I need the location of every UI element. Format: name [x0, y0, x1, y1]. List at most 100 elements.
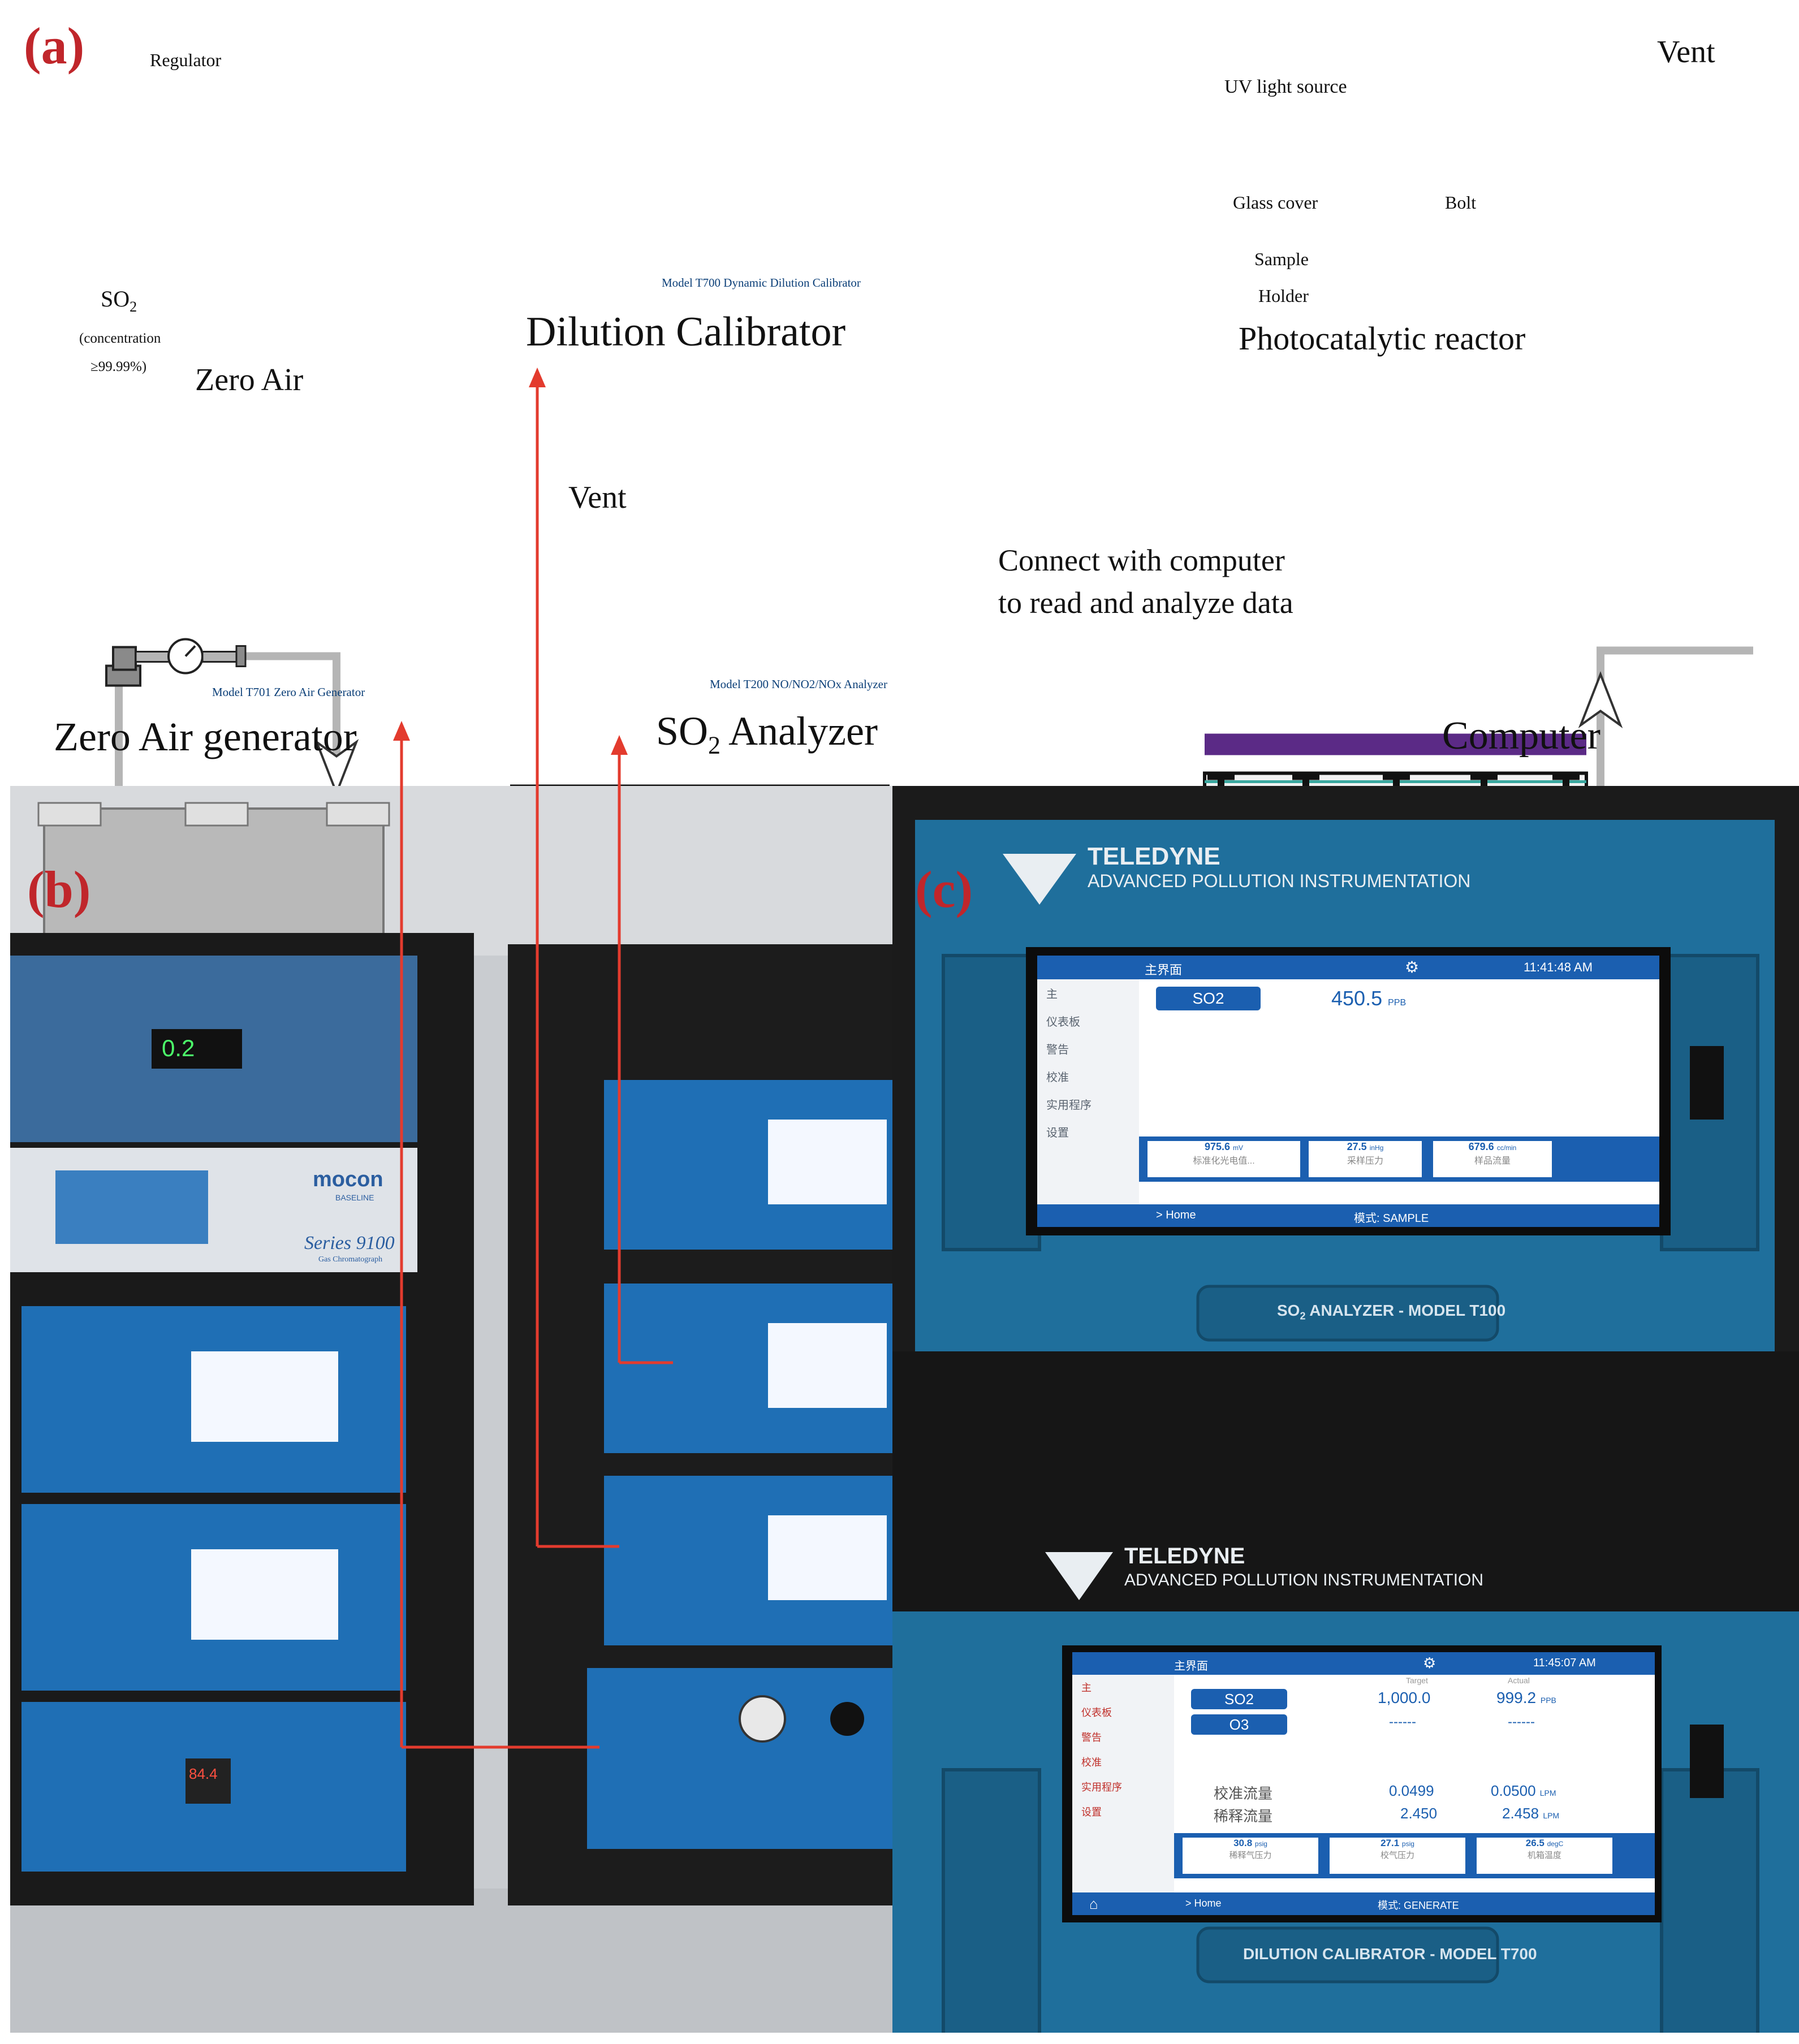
- dilution-calibrator-caption: Dilution Calibrator: [526, 309, 846, 355]
- menu-item[interactable]: 实用程序: [1046, 1099, 1092, 1112]
- so2-analyzer-plate: Model T200 NO/NO2/NOx Analyzer: [710, 677, 887, 691]
- menu-item[interactable]: 仪表板: [1046, 1016, 1080, 1029]
- analyzer-screen: 主界面 11:41:48 AM ⚙ 主 仪表板 警告 校准 实用程序 设置 SO…: [1037, 956, 1659, 1227]
- menu-item[interactable]: 实用程序: [1081, 1782, 1122, 1793]
- brand-calibrator: TELEDYNE: [1124, 1544, 1245, 1568]
- analyzer-footer: > Home 模式: SAMPLE: [1037, 1204, 1659, 1227]
- calibrator-footer: ⌂ > Home 模式: GENERATE: [1072, 1892, 1655, 1915]
- analyzer-title-bar: 主界面 11:41:48 AM ⚙: [1037, 956, 1659, 979]
- home-icon[interactable]: ⌂: [1089, 1895, 1098, 1912]
- mocon-brand: mocon: [313, 1168, 383, 1191]
- reactor-caption: Photocatalytic reactor: [1239, 320, 1526, 357]
- calibrator-home-link[interactable]: > Home: [1185, 1898, 1222, 1909]
- calibrator-title-bar: 主界面 11:45:07 AM ⚙: [1072, 1652, 1655, 1675]
- menu-item[interactable]: 仪表板: [1081, 1707, 1112, 1718]
- calibrator-model-plate: DILUTION CALIBRATOR - MODEL T700: [1243, 1945, 1537, 1963]
- flow-arrow-down: [314, 738, 359, 797]
- analyzer-model-plate: SO2 ANALYZER - MODEL T100: [1277, 1302, 1506, 1322]
- glass-cover-label: Glass cover: [1233, 192, 1318, 213]
- vent-mid-label: Vent: [568, 480, 627, 515]
- row-target: ------: [1389, 1714, 1416, 1730]
- mocon-sub: BASELINE: [335, 1193, 374, 1202]
- calibrator-menu: 主 仪表板 警告 校准 实用程序 设置: [1072, 1675, 1174, 1892]
- calibrator-gas-tag[interactable]: SO2: [1191, 1689, 1287, 1709]
- uv-source-label: UV light source: [1224, 76, 1347, 97]
- brand-sub-calibrator: ADVANCED POLLUTION INSTRUMENTATION: [1124, 1571, 1484, 1589]
- zero-air-label: Zero Air: [195, 362, 304, 397]
- flow-label: 稀释流量: [1214, 1808, 1273, 1825]
- teledyne-logo-icon: [1003, 854, 1076, 905]
- teledyne-logo-icon: [1045, 1552, 1113, 1600]
- flow-target: 2.450: [1400, 1805, 1438, 1822]
- row-actual: ------: [1508, 1714, 1535, 1730]
- connect-line2: to read and analyze data: [998, 586, 1293, 620]
- regulator: [105, 638, 247, 687]
- flow-arrow-up: [1578, 671, 1623, 729]
- so2-cylinder-formula: SO2: [101, 286, 137, 315]
- menu-item[interactable]: 主: [1081, 1682, 1092, 1693]
- computer-caption: Computer: [1442, 714, 1600, 758]
- panel-label-a: (a): [24, 17, 85, 75]
- calibrator-time: 11:45:07 AM: [1533, 1657, 1596, 1669]
- analyzer-menu: 主 仪表板 警告 校准 实用程序 设置: [1037, 979, 1139, 1204]
- regulator-label: Regulator: [150, 50, 222, 70]
- menu-item[interactable]: 设置: [1081, 1807, 1102, 1818]
- settings-gear-icon[interactable]: ⚙: [1423, 1654, 1436, 1671]
- menu-item[interactable]: 主: [1046, 988, 1058, 1001]
- flow-target: 0.0499: [1389, 1782, 1434, 1799]
- row-target: 1,000.0: [1378, 1689, 1431, 1706]
- menu-item[interactable]: 设置: [1046, 1127, 1069, 1139]
- dilution-calibrator-plate: Model T700 Dynamic Dilution Calibrator: [662, 276, 861, 289]
- series-label: Series 9100: [304, 1233, 395, 1254]
- flow-actual: 2.458 LPM: [1502, 1805, 1560, 1822]
- sample-label: Sample: [1254, 249, 1309, 269]
- calibrator-mode: 模式: GENERATE: [1378, 1900, 1459, 1911]
- bolt-label: Bolt: [1445, 192, 1477, 213]
- analyzer-time: 11:41:48 AM: [1524, 960, 1593, 974]
- flow-label: 校准流量: [1214, 1785, 1273, 1802]
- row-actual: 999.2 PPB: [1496, 1689, 1556, 1706]
- photo-b-scene: [10, 786, 892, 2033]
- zero-air-generator-plate: Model T701 Zero Air Generator: [212, 685, 365, 699]
- connect-line1: Connect with computer: [998, 543, 1285, 577]
- col-target: Target: [1406, 1676, 1428, 1685]
- holder-label: Holder: [1258, 286, 1309, 306]
- flow-actual: 0.0500 LPM: [1491, 1782, 1556, 1799]
- panel-label-b: (b): [27, 861, 91, 918]
- photo-b: mocon BASELINE Series 9100 Gas Chromatog…: [10, 786, 892, 2033]
- calibrator-gas-tag[interactable]: O3: [1191, 1714, 1287, 1735]
- zero-air-generator-caption: Zero Air generator: [54, 714, 357, 759]
- menu-item[interactable]: 警告: [1046, 1044, 1069, 1056]
- display-readout: 0.2: [162, 1035, 195, 1061]
- menu-item[interactable]: 警告: [1081, 1732, 1102, 1743]
- so2-analyzer-caption: SO2 Analyzer: [656, 708, 878, 759]
- col-actual: Actual: [1508, 1676, 1530, 1685]
- analyzer-gas-tag[interactable]: SO2: [1156, 987, 1261, 1010]
- vent-top-label: Vent: [1657, 34, 1715, 70]
- brand-analyzer: TELEDYNE: [1088, 842, 1220, 870]
- calibrator-screen: 主界面 11:45:07 AM ⚙ 主 仪表板 警告 校准 实用程序 设置 Ta…: [1072, 1652, 1655, 1915]
- analyzer-reading: 450.5 PPB: [1331, 987, 1407, 1010]
- temp-readout: 84.4: [189, 1765, 218, 1782]
- menu-item[interactable]: 校准: [1046, 1071, 1069, 1084]
- panel-label-c: (c): [915, 861, 973, 918]
- analyzer-mode: 模式: SAMPLE: [1354, 1212, 1429, 1225]
- menu-item[interactable]: 校准: [1081, 1757, 1102, 1768]
- series-sub: Gas Chromatograph: [318, 1255, 383, 1264]
- uv-light-source: [1205, 733, 1586, 755]
- so2-cylinder-line2: ≥99.99%): [90, 359, 147, 374]
- brand-sub-analyzer: ADVANCED POLLUTION INSTRUMENTATION: [1088, 871, 1471, 891]
- photo-c: (c) TELEDYNE ADVANCED POLLUTION INSTRUME…: [892, 786, 1799, 2033]
- analyzer-screen-title: 主界面: [1145, 963, 1183, 977]
- analyzer-home-link[interactable]: > Home: [1156, 1209, 1196, 1221]
- so2-cylinder-line1: (concentration: [79, 331, 161, 346]
- calibrator-screen-title: 主界面: [1174, 1660, 1208, 1673]
- settings-gear-icon[interactable]: ⚙: [1405, 958, 1420, 976]
